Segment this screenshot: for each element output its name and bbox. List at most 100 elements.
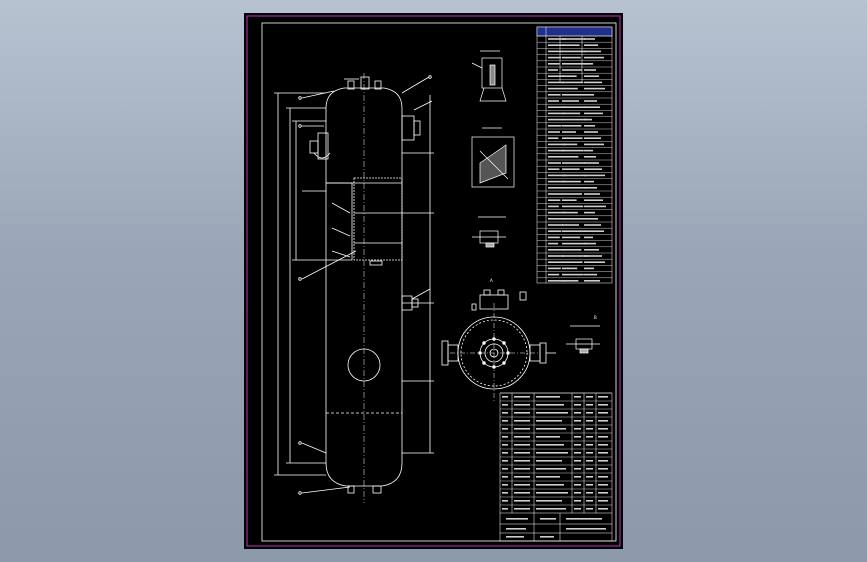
illegible-text-strip	[562, 224, 579, 226]
illegible-text-strip	[574, 476, 581, 478]
plan-view: A	[441, 278, 556, 403]
illegible-text-strip	[584, 143, 604, 146]
section-label-a: A	[490, 278, 493, 283]
illegible-text-strip	[540, 536, 554, 538]
illegible-text-strip	[536, 396, 560, 398]
illegible-text-strip	[598, 468, 608, 470]
illegible-text-strip	[502, 492, 508, 494]
illegible-text-strip	[536, 468, 566, 470]
illegible-text-strip	[574, 436, 581, 438]
illegible-text-strip	[562, 137, 583, 139]
parts-list	[499, 392, 613, 542]
vessel-elevation	[274, 73, 434, 503]
illegible-text-strip	[598, 436, 608, 438]
illegible-text-strip	[548, 118, 564, 121]
illegible-text-strip	[598, 508, 608, 510]
illegible-text-strip	[562, 249, 582, 251]
tech-table-text	[548, 38, 606, 282]
illegible-text-strip	[548, 87, 563, 90]
illegible-text-strip	[562, 106, 586, 108]
illegible-text-strip	[506, 518, 528, 520]
parts-list-text	[502, 396, 608, 538]
inner-border	[261, 22, 617, 542]
illegible-text-strip	[514, 460, 530, 462]
illegible-text-strip	[562, 261, 583, 263]
illegible-text-strip	[562, 50, 587, 53]
illegible-text-strip	[562, 56, 581, 59]
illegible-text-strip	[584, 168, 602, 170]
illegible-text-strip	[502, 396, 508, 398]
illegible-text-strip	[536, 436, 560, 438]
title-block	[500, 512, 612, 541]
illegible-text-strip	[584, 249, 599, 251]
illegible-text-strip	[502, 444, 508, 446]
illegible-text-strip	[548, 75, 566, 77]
illegible-text-strip	[586, 452, 593, 454]
illegible-text-strip	[586, 420, 593, 422]
illegible-text-strip	[536, 500, 562, 502]
illegible-text-strip	[502, 500, 508, 502]
illegible-text-strip	[562, 174, 587, 177]
illegible-text-strip	[548, 230, 562, 232]
illegible-text-strip	[574, 404, 581, 406]
illegible-text-strip	[506, 528, 526, 530]
illegible-text-strip	[574, 412, 581, 414]
illegible-text-strip	[562, 112, 581, 115]
illegible-text-strip	[514, 444, 530, 446]
illegible-text-strip	[562, 267, 578, 270]
illegible-text-strip	[584, 131, 598, 133]
illegible-text-strip	[548, 38, 566, 40]
illegible-text-strip	[586, 428, 593, 430]
illegible-text-strip	[584, 81, 602, 84]
illegible-text-strip	[584, 112, 603, 115]
illegible-text-strip	[536, 428, 566, 430]
illegible-text-strip	[514, 492, 530, 494]
illegible-text-strip	[514, 436, 530, 438]
illegible-text-strip	[584, 242, 596, 245]
illegible-text-strip	[584, 50, 601, 53]
illegible-text-strip	[584, 162, 599, 164]
illegible-text-strip	[548, 280, 567, 282]
illegible-text-strip	[562, 193, 582, 195]
illegible-text-strip	[574, 460, 581, 462]
section-label-b: B	[594, 315, 597, 320]
illegible-text-strip	[598, 460, 608, 462]
illegible-text-strip	[584, 38, 595, 40]
illegible-text-strip	[584, 75, 599, 77]
illegible-text-strip	[584, 273, 597, 276]
illegible-text-strip	[574, 396, 581, 398]
illegible-text-strip	[598, 476, 608, 478]
illegible-text-strip	[584, 224, 601, 226]
illegible-text-strip	[514, 420, 530, 422]
illegible-text-strip	[502, 468, 508, 470]
illegible-text-strip	[536, 484, 564, 486]
illegible-text-strip	[548, 106, 567, 108]
parts-list-rows	[500, 392, 612, 506]
illegible-text-strip	[586, 444, 593, 446]
illegible-text-strip	[598, 484, 608, 486]
illegible-text-strip	[562, 81, 584, 84]
illegible-text-strip	[586, 436, 593, 438]
illegible-text-strip	[536, 476, 560, 478]
illegible-text-strip	[514, 476, 530, 478]
illegible-text-strip	[562, 125, 582, 127]
illegible-text-strip	[586, 476, 593, 478]
illegible-text-strip	[562, 143, 578, 146]
illegible-text-strip	[598, 428, 608, 430]
illegible-text-strip	[586, 404, 593, 406]
illegible-text-strip	[584, 149, 593, 152]
illegible-text-strip	[562, 199, 577, 201]
illegible-text-strip	[598, 412, 608, 414]
illegible-text-strip	[562, 230, 586, 232]
illegible-text-strip	[562, 273, 584, 276]
illegible-text-strip	[548, 236, 560, 239]
tech-table-rows	[537, 35, 612, 278]
illegible-text-strip	[548, 199, 561, 201]
illegible-text-strip	[536, 412, 568, 414]
illegible-text-strip	[584, 87, 605, 90]
illegible-text-strip	[562, 100, 579, 102]
detail-view-3	[472, 216, 506, 248]
illegible-text-strip	[548, 174, 567, 177]
cad-drawing-canvas: A B	[246, 15, 621, 547]
illegible-text-strip	[598, 420, 608, 422]
